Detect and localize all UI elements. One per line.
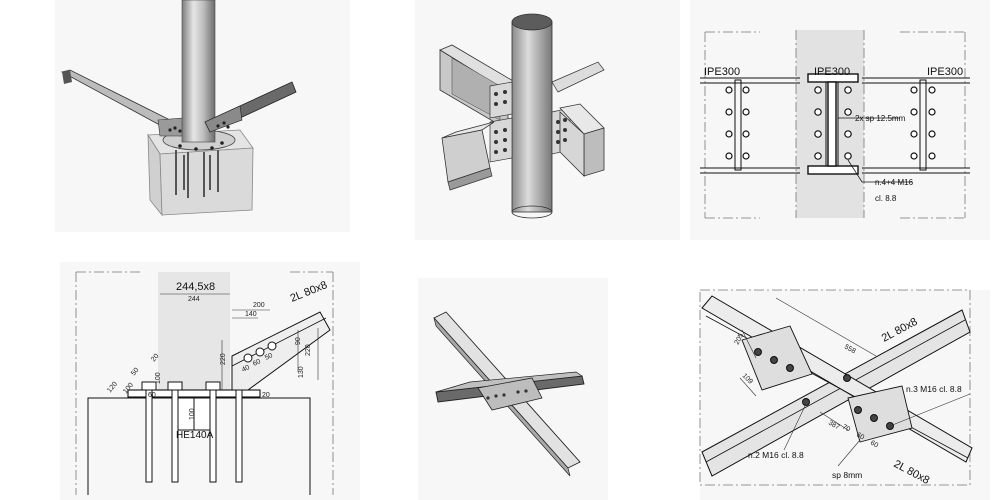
dim-109: 109: [741, 372, 754, 385]
dim-100a: 100: [155, 372, 162, 384]
beam-label-left: IPE300: [704, 66, 740, 78]
dim-40: 40: [241, 364, 251, 374]
dim-140: 140: [245, 311, 257, 318]
dim-200: 200: [253, 302, 265, 309]
dim-90: 90: [295, 337, 302, 345]
beam-label-right: IPE300: [927, 66, 963, 78]
dim-60a: 60: [855, 432, 865, 442]
tube-size-label: 244,5x8: [176, 281, 215, 293]
dim-20: 20: [150, 353, 160, 364]
dim-130: 130: [298, 366, 305, 378]
dim-60a: 60: [252, 358, 262, 368]
bolts-left-note: n.2 M16 cl. 8.8: [748, 450, 804, 460]
column-base-3d: [60, 0, 297, 217]
dim-60b: 60: [148, 392, 156, 399]
dim-558: 558: [843, 344, 857, 356]
beam-column-node-3d: [439, 13, 605, 219]
bracing-node-plan: 2L 80x8 2L 80x8 558 205 109 387 70 60 60…: [699, 289, 973, 487]
dim-387: 387: [827, 420, 841, 432]
dim-220a: 220: [305, 344, 312, 356]
column-base-elevation: 244,5x8 244 200 140 2L 80x8 90 220 130 2…: [75, 271, 334, 495]
plate-note: 2x sp 12.5mm: [855, 114, 906, 123]
dim-220b: 220: [220, 353, 227, 365]
dim-205: 205: [734, 332, 746, 346]
plate-thickness-note: sp 8mm: [832, 470, 862, 480]
bolts-right-note: n.3 M16 cl. 8.8: [906, 384, 962, 394]
dim-50: 50: [130, 367, 140, 378]
beam-column-node-plan: IPE300 IPE300 IPE300 2x sp 12.5mm n.4+4 …: [700, 30, 970, 219]
dim-120: 120: [106, 381, 119, 395]
dim-70: 70: [841, 424, 851, 434]
angle-label-bottom: 2L 80x8: [892, 458, 932, 487]
dim-20b: 20: [262, 392, 270, 399]
dim-60b: 60: [869, 440, 879, 450]
column-label: HE140A: [176, 430, 214, 441]
bolts-note-1: n.4+4 M16: [875, 178, 914, 187]
beam-label-center: IPE300: [814, 66, 850, 78]
dim-50b: 50: [264, 352, 274, 362]
dim-244: 244: [188, 296, 200, 303]
dim-100c: 100: [189, 408, 196, 420]
angle-label: 2L 80x8: [289, 279, 329, 305]
bracing-node-3d: [433, 311, 585, 477]
bolts-note-2: cl. 8.8: [875, 194, 897, 203]
